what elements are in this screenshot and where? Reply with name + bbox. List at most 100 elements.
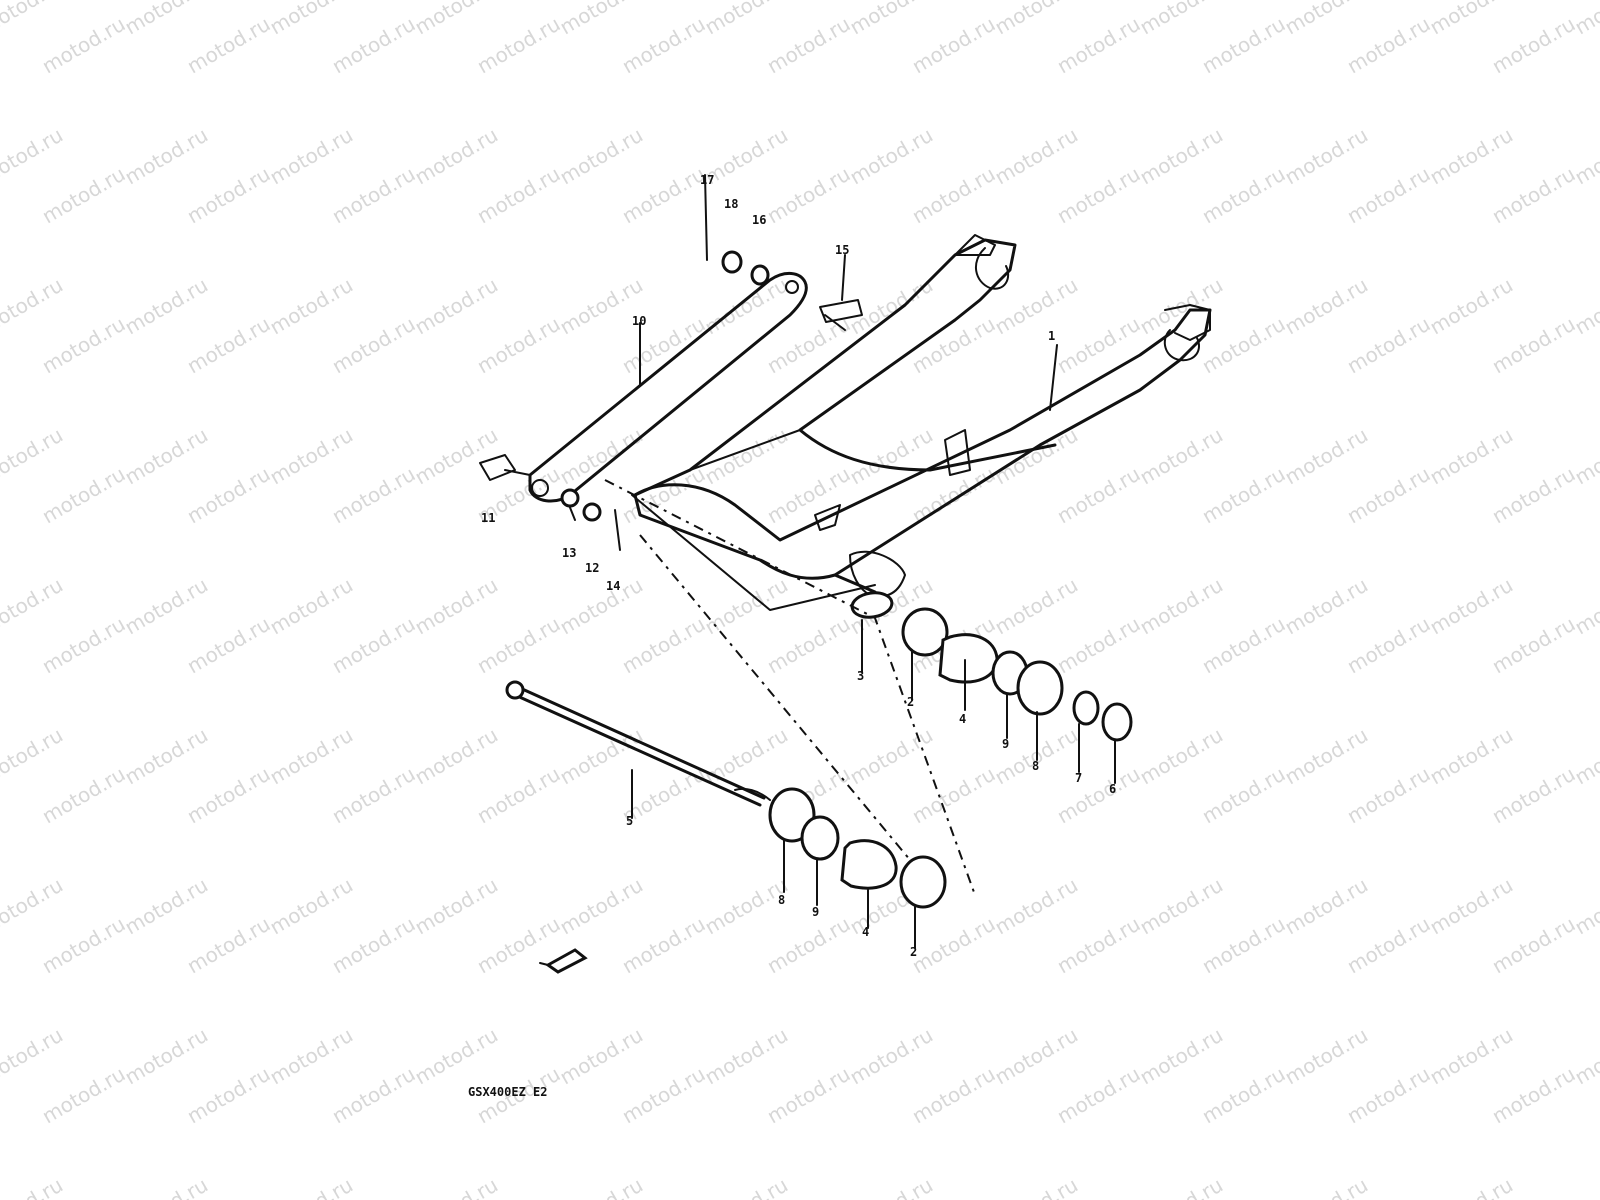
watermark-text: motod.ru bbox=[473, 762, 564, 829]
watermark-text: motod.ru bbox=[1053, 1062, 1144, 1129]
callout-10: 10 bbox=[632, 314, 646, 328]
watermark-text: motod.ru bbox=[1343, 1062, 1434, 1129]
watermark-text: motod.ru bbox=[121, 723, 212, 790]
watermark-text: motod.ru bbox=[556, 123, 647, 190]
watermark-text: motod.ru bbox=[0, 423, 67, 490]
watermark-text: motod.ru bbox=[763, 162, 854, 229]
watermark-text: motod.ru bbox=[1198, 12, 1289, 79]
watermark-text: motod.ru bbox=[121, 1173, 212, 1200]
watermark-text: motod.ru bbox=[1343, 912, 1434, 979]
watermark-text: motod.ru bbox=[266, 723, 357, 790]
watermark-text: motod.ru bbox=[846, 723, 937, 790]
diagram-caption: GSX400EZ E2 bbox=[468, 1085, 547, 1099]
watermark-text: motod.ru bbox=[556, 423, 647, 490]
watermark-text: motod.ru bbox=[121, 0, 212, 39]
watermark-text: motod.ru bbox=[183, 912, 274, 979]
watermark-text: motod.ru bbox=[328, 12, 419, 79]
watermark-text: motod.ru bbox=[183, 12, 274, 79]
watermark-text: motod.ru bbox=[618, 612, 709, 679]
watermark-text: motod.ru bbox=[38, 312, 129, 379]
watermark-text: motod.ru bbox=[1053, 762, 1144, 829]
watermark-text: motod.ru bbox=[1281, 1023, 1372, 1090]
watermark-text: motod.ru bbox=[411, 573, 502, 640]
watermark-text: motod.ru bbox=[328, 312, 419, 379]
callout-9-bottom: 9 bbox=[812, 905, 819, 919]
watermark-text: motod.ru bbox=[618, 162, 709, 229]
watermark-text: motod.ru bbox=[1198, 462, 1289, 529]
watermark-text: motod.ru bbox=[183, 762, 274, 829]
watermark-text: motod.ru bbox=[1198, 312, 1289, 379]
callout-4-bottom: 4 bbox=[862, 925, 869, 939]
watermark-text: motod.ru bbox=[411, 0, 502, 39]
watermark-text: motod.ru bbox=[991, 1023, 1082, 1090]
watermark-text: motod.ru bbox=[183, 162, 274, 229]
watermark-text: motod.ru bbox=[1053, 312, 1144, 379]
watermark-text: motod.ru bbox=[183, 1062, 274, 1129]
watermark-text: motod.ru bbox=[0, 123, 67, 190]
watermark-text: motod.ru bbox=[0, 273, 67, 340]
watermark-text: motod.ru bbox=[1281, 723, 1372, 790]
callout-labels: 1 2 3 4 5 6 7 8 9 10 11 12 13 14 15 16 1… bbox=[481, 173, 1116, 959]
watermark-text: motod.ru bbox=[908, 162, 999, 229]
watermark-text: motod.ru bbox=[991, 273, 1082, 340]
watermark-text: motod.ru bbox=[411, 273, 502, 340]
watermark-text: motod.ru bbox=[1053, 162, 1144, 229]
watermark-text: motod.ru bbox=[1426, 123, 1517, 190]
watermark-text: motod.ru bbox=[618, 1062, 709, 1129]
watermark-text: motod.ru bbox=[121, 273, 212, 340]
watermark-text: motod.ru bbox=[846, 1173, 937, 1200]
watermark-text: motod.ru bbox=[1426, 423, 1517, 490]
callout-6: 6 bbox=[1109, 782, 1116, 796]
watermark-text: motod.ru bbox=[266, 1023, 357, 1090]
watermark-text: motod.ru bbox=[1343, 12, 1434, 79]
watermark-text: motod.ru bbox=[1488, 1062, 1579, 1129]
watermark-text: motod.ru bbox=[1281, 0, 1372, 39]
callout-15: 15 bbox=[835, 243, 849, 257]
watermark-text: motod.ru bbox=[328, 462, 419, 529]
watermark-text: motod.ru bbox=[1136, 1173, 1227, 1200]
watermark-text: motod.ru bbox=[556, 873, 647, 940]
watermark-text: motod.ru bbox=[183, 462, 274, 529]
watermark-text: motod.ru bbox=[1198, 912, 1289, 979]
watermark-text: motod.ru bbox=[473, 312, 564, 379]
callout-7: 7 bbox=[1075, 771, 1082, 785]
watermark-text: motod.ru bbox=[1281, 1173, 1372, 1200]
watermark-text: motod.ru bbox=[121, 123, 212, 190]
watermark-text: motod.ru bbox=[1281, 873, 1372, 940]
watermark-text: motod.ru bbox=[38, 612, 129, 679]
watermark-text: motod.ru bbox=[1426, 0, 1517, 39]
watermark-text: motod.ru bbox=[473, 162, 564, 229]
watermark-text: motod.ru bbox=[556, 1023, 647, 1090]
watermark-text: motod.ru bbox=[1136, 423, 1227, 490]
watermark-text: motod.ru bbox=[411, 1173, 502, 1200]
watermark-text: motod.ru bbox=[846, 1023, 937, 1090]
watermark-text: motod.ru bbox=[846, 423, 937, 490]
watermark-text: motod.ru bbox=[1426, 573, 1517, 640]
watermark-text: motod.ru bbox=[183, 612, 274, 679]
callout-5: 5 bbox=[626, 814, 633, 828]
watermark-text: motod.ru bbox=[1053, 462, 1144, 529]
watermark-text: motod.ru bbox=[1343, 762, 1434, 829]
watermark-text: motod.ru bbox=[1136, 0, 1227, 39]
callout-2-bottom: 2 bbox=[910, 945, 917, 959]
watermark-text: motod.ru bbox=[908, 12, 999, 79]
watermark-text: motod.ru bbox=[1488, 162, 1579, 229]
watermark-text: motod.ru bbox=[1488, 312, 1579, 379]
callout-1: 1 bbox=[1048, 329, 1055, 343]
watermark-text: motod.ru bbox=[38, 462, 129, 529]
watermark-text: motod.ru bbox=[1198, 612, 1289, 679]
watermark-text: motod.ru bbox=[701, 573, 792, 640]
watermark-text: motod.ru bbox=[1426, 723, 1517, 790]
callout-16: 16 bbox=[752, 213, 766, 227]
watermark-text: motod.ru bbox=[1198, 1062, 1289, 1129]
watermark-text: motod.ru bbox=[701, 273, 792, 340]
watermark-text: motod.ru bbox=[1343, 612, 1434, 679]
watermark-text: motod.ru bbox=[1426, 273, 1517, 340]
callout-14: 14 bbox=[606, 579, 620, 593]
watermark-text: motod.ru bbox=[411, 873, 502, 940]
watermark-text: motod.ru bbox=[701, 0, 792, 39]
watermark-text: motod.ru bbox=[763, 1062, 854, 1129]
watermark-text: motod.ru bbox=[0, 873, 67, 940]
watermark-text: motod.ru bbox=[121, 1023, 212, 1090]
